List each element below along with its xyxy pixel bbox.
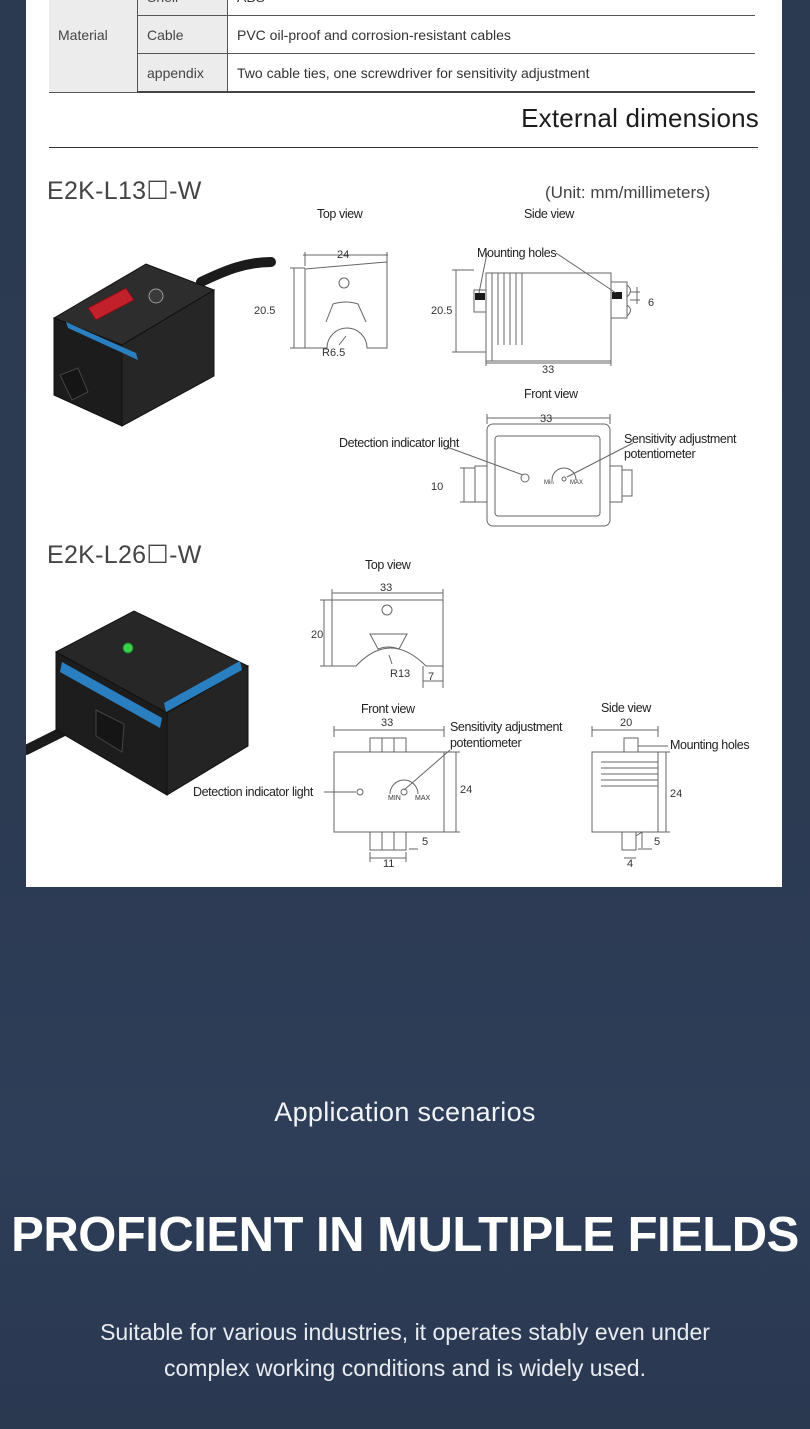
dimensions-panel: Material Shell ABS Cable PVC oil-proof a… <box>26 0 782 887</box>
a-detection-indicator-label: Detection indicator light <box>339 436 460 450</box>
dim-b-radius: R13 <box>390 668 410 680</box>
dim-b-front-width: 33 <box>381 717 393 729</box>
dim-a-side-width: 33 <box>542 364 554 376</box>
dim-b-side-width: 20 <box>620 717 632 729</box>
dim-a-top-width: 24 <box>337 249 349 261</box>
a-side-view-label: Side view <box>524 207 575 221</box>
model-b-name: E2K-L26☐-W <box>47 541 202 569</box>
b-sensitivity-label-2: potentiometer <box>450 736 521 750</box>
dim-b-side-height: 24 <box>670 788 682 800</box>
spec-label: Shell <box>137 0 228 16</box>
spec-value: Two cable ties, one screwdriver for sens… <box>227 53 755 93</box>
pot-a-max: MAX <box>570 480 583 486</box>
dim-a-radius: R6.5 <box>322 347 345 359</box>
dim-b-tab-width: 11 <box>383 858 394 870</box>
dim-b-tab: 5 <box>422 836 428 848</box>
section-title: External dimensions <box>521 103 759 133</box>
headline: PROFICIENT IN MULTIPLE FIELDS <box>11 1208 799 1262</box>
a-sensitivity-label-1: Sensitivity adjustment <box>624 432 737 446</box>
pot-b-min: MIN <box>388 795 401 802</box>
table-row: appendix Two cable ties, one screwdriver… <box>49 53 755 93</box>
product-photo-a <box>52 257 276 427</box>
dim-b-top-height: 20 <box>311 629 323 641</box>
a-front-view-label: Front view <box>524 387 579 401</box>
technical-drawing: 24 20.5 R6.5 20.5 33 6 33 10 Min MAX 33 … <box>26 207 750 870</box>
b-detection-indicator-label: Detection indicator light <box>193 785 314 799</box>
spec-label: Cable <box>137 15 228 54</box>
b-side-view-label: Side view <box>601 701 652 715</box>
spec-category: Material <box>49 0 138 93</box>
a-top-view-label: Top view <box>317 207 364 221</box>
dim-a-hole: 6 <box>648 297 654 309</box>
section-divider <box>49 147 758 148</box>
dim-b-top-width: 33 <box>380 582 392 594</box>
a-mounting-holes-label: Mounting holes <box>477 246 556 260</box>
pot-a-min: Min <box>544 480 554 486</box>
spec-value: ABS <box>227 0 755 16</box>
dim-b-notch: 7 <box>428 671 434 683</box>
dim-b-side-tab: 5 <box>654 836 660 848</box>
dim-a-front-width: 33 <box>540 413 552 425</box>
dim-b-side-tab-width: 4 <box>627 858 633 870</box>
spec-table: Material Shell ABS Cable PVC oil-proof a… <box>49 0 755 93</box>
section-label: Application scenarios <box>274 1097 536 1127</box>
b-sensitivity-label-1: Sensitivity adjustment <box>450 720 563 734</box>
spec-value: PVC oil-proof and corrosion-resistant ca… <box>227 15 755 54</box>
dim-a-front-height: 10 <box>431 481 443 493</box>
dim-b-front-height: 24 <box>460 784 472 796</box>
unit-note: (Unit: mm/millimeters) <box>545 183 711 202</box>
description: Suitable for various industries, it oper… <box>100 1319 710 1381</box>
dim-a-side-height: 20.5 <box>431 305 452 317</box>
model-a-name: E2K-L13☐-W <box>47 177 202 205</box>
a-sensitivity-label-2: potentiometer <box>624 447 695 461</box>
product-photo-b <box>26 610 250 796</box>
b-front-view-label: Front view <box>361 702 416 716</box>
pot-b-max: MAX <box>415 795 431 802</box>
spec-label: appendix <box>137 53 228 93</box>
b-top-view-label: Top view <box>365 558 412 572</box>
table-row: Cable PVC oil-proof and corrosion-resist… <box>49 15 755 54</box>
b-mounting-holes-label: Mounting holes <box>670 738 749 752</box>
table-row: Material Shell ABS <box>49 0 755 93</box>
dim-a-top-height: 20.5 <box>254 305 275 317</box>
